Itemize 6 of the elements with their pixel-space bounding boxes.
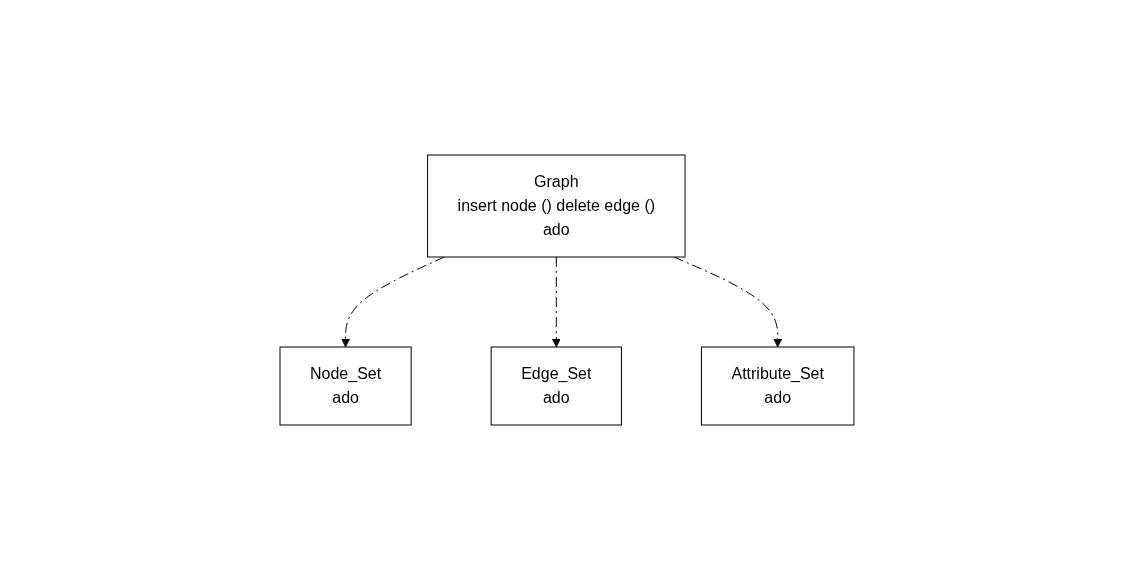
node-box: Graph insert node () delete edge () ado	[426, 154, 686, 257]
node-box: Edge_Set ado	[490, 346, 622, 425]
arrow	[340, 256, 445, 347]
node-box: Node_Set ado	[279, 346, 412, 425]
arrow	[551, 256, 561, 347]
node-box: Attribute_Set ado	[700, 346, 854, 425]
